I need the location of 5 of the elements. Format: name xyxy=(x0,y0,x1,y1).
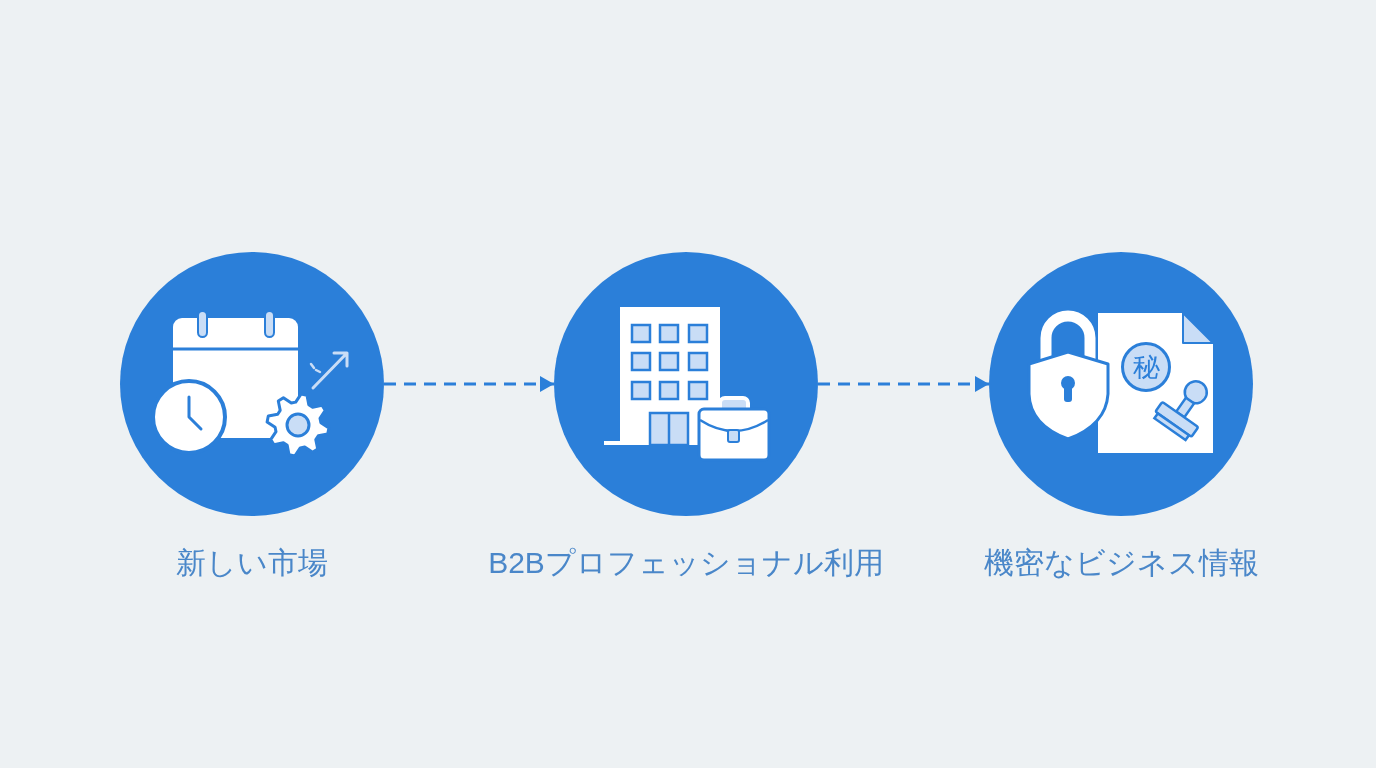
node-label: 機密なビジネス情報 xyxy=(983,545,1259,581)
dashed-arrow xyxy=(818,376,989,392)
node-label: 新しい市場 xyxy=(176,545,328,581)
node-label: B2Bプロフェッショナル利用 xyxy=(488,545,884,581)
dashed-arrow xyxy=(384,376,554,392)
